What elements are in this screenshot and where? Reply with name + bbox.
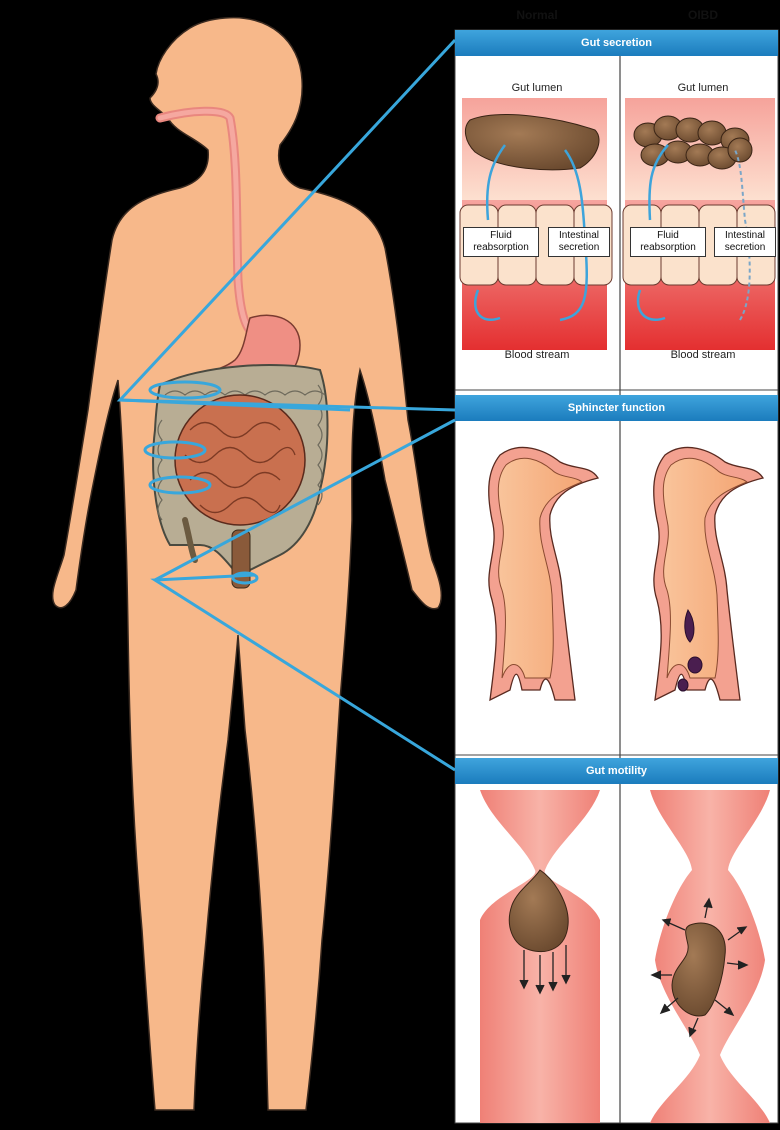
label-gut-lumen-normal: Gut lumen: [462, 82, 612, 94]
banner-gut-motility: Gut motility: [455, 758, 778, 784]
label-blood-stream-oibd: Blood stream: [628, 349, 778, 361]
label-intestinal-secretion-normal: Intestinal secretion: [548, 227, 610, 257]
banner-gut-secretion: Gut secretion: [455, 30, 778, 56]
gut-secretion-oibd: [623, 98, 775, 350]
label-gut-lumen-oibd: Gut lumen: [628, 82, 778, 94]
gut-secretion-normal: [460, 98, 612, 350]
label-fluid-reabsorption-normal: Fluid reabsorption: [463, 227, 539, 257]
column-header-normal: Normal: [462, 8, 612, 22]
label-blood-stream-normal: Blood stream: [462, 349, 612, 361]
human-body: [53, 18, 442, 1110]
banner-sphincter-function: Sphincter function: [455, 395, 778, 421]
small-intestine: [175, 395, 305, 525]
label-fluid-reabsorption-oibd: Fluid reabsorption: [630, 227, 706, 257]
column-header-oibd: OIBD: [628, 8, 778, 22]
label-intestinal-secretion-oibd: Intestinal secretion: [714, 227, 776, 257]
